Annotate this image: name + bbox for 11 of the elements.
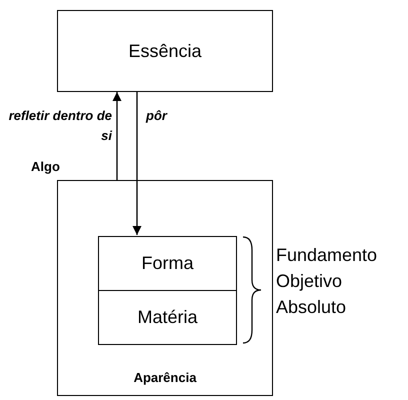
concept-box: [98, 290, 237, 345]
concept-box: [57, 10, 273, 92]
box-label: Matéria: [137, 307, 198, 328]
side-note: Fundamento Objetivo Absoluto: [276, 244, 378, 319]
box-caption: Aparência: [132, 370, 198, 385]
box-label: Forma: [141, 253, 194, 274]
concept-box: [98, 236, 237, 291]
box-label: Essência: [128, 40, 202, 62]
arrow: [132, 92, 142, 235]
box-heading: Algo: [31, 159, 60, 174]
arrow: [112, 92, 122, 180]
